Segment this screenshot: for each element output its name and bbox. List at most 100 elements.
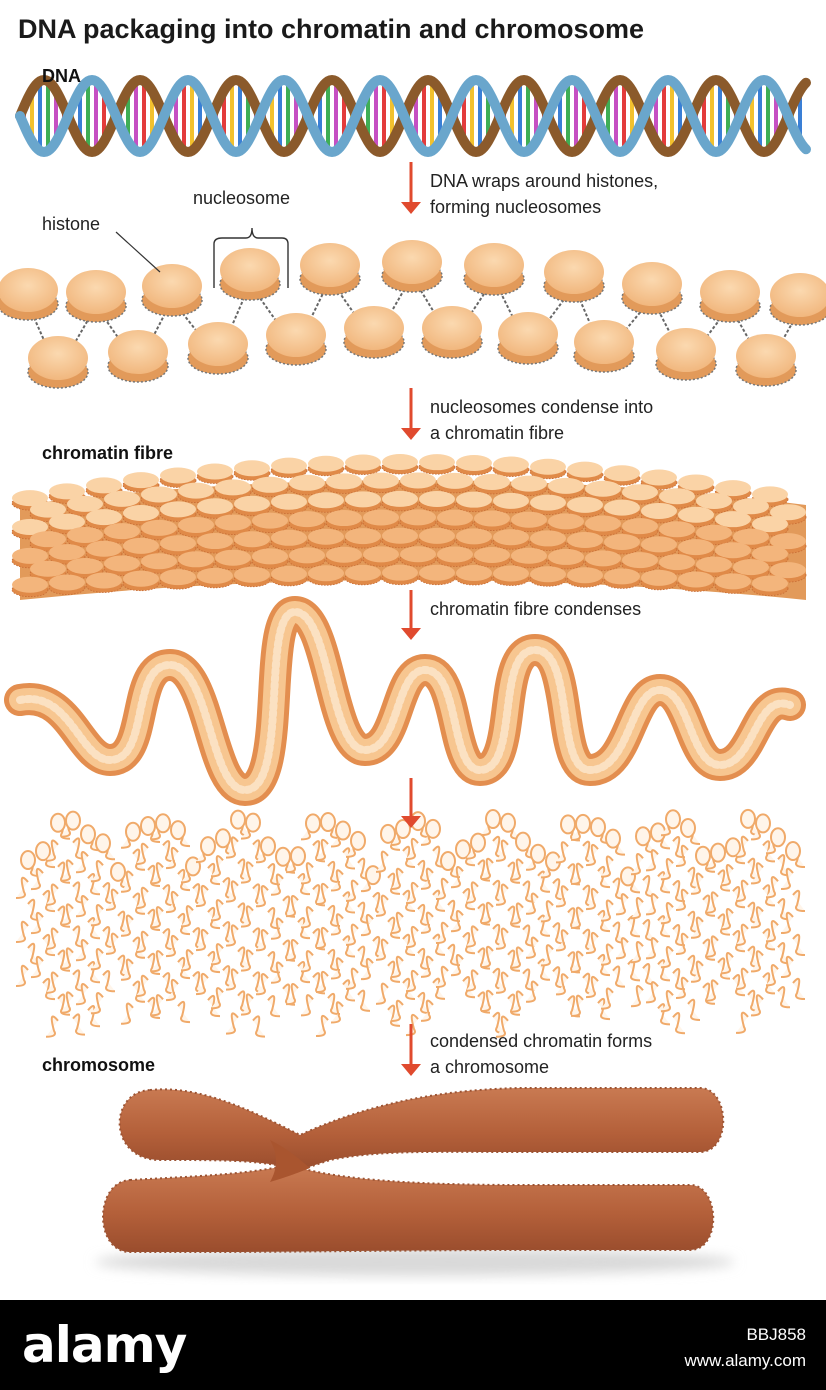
- chromatin-loop: [45, 971, 59, 994]
- chromatin-loop: [435, 965, 449, 988]
- fibre-bead: [104, 490, 140, 507]
- fibre-bead: [160, 535, 196, 552]
- chromatin-loop: [522, 880, 536, 903]
- chromatin-loop: [57, 993, 71, 1016]
- image-id-block: BBJ858 www.alamy.com: [684, 1322, 806, 1374]
- fibre-bead: [474, 473, 510, 490]
- chromatin-loop: [405, 881, 419, 905]
- chromatin-loop: [87, 917, 101, 940]
- chromatin-loop: [495, 883, 509, 906]
- fibre-bead: [345, 491, 381, 508]
- nucleosome: [343, 306, 405, 359]
- chromatin-loop: [432, 889, 446, 912]
- chromatin-loop: [465, 881, 479, 904]
- chromatin-loop: [597, 909, 611, 933]
- chromatin-loop: [105, 932, 119, 955]
- loop-tip: [50, 812, 66, 833]
- fibre-bead: [530, 494, 566, 511]
- chromatin-loop: [555, 929, 569, 952]
- chromatin-loop: [435, 877, 449, 900]
- step-arrows: [401, 162, 421, 1076]
- fibre-bead: [548, 477, 584, 494]
- fibre-bead: [86, 572, 122, 589]
- chromatin-loop: [522, 968, 536, 991]
- loop-tip: [770, 827, 786, 848]
- chromatin-loop: [375, 850, 389, 873]
- chromatin-loop: [270, 961, 284, 984]
- nucleosome-row: [0, 240, 826, 389]
- step-1-caption: DNA wraps around histones, forming nucle…: [430, 168, 658, 220]
- chromatin-loop: [72, 1013, 86, 1036]
- loop-tip: [110, 861, 126, 882]
- chromatin-loop: [660, 946, 674, 969]
- chromatin-loop: [630, 853, 644, 876]
- fibre-bead: [104, 523, 140, 540]
- chromatin-loop: [495, 1015, 509, 1038]
- step-5-line-2: a chromosome: [430, 1057, 550, 1077]
- fibre-bead: [197, 498, 233, 515]
- step-5-line-1: condensed chromatin forms: [430, 1031, 653, 1051]
- fibre-bead: [641, 502, 677, 519]
- fibre-bead: [419, 527, 455, 544]
- loop-tip: [455, 839, 471, 860]
- chromatin-loop: [207, 906, 221, 930]
- fibre-bead: [715, 480, 751, 497]
- chromatin-loop: [45, 1015, 59, 1038]
- chromatin-loop: [507, 993, 521, 1016]
- chromatin-loop: [702, 938, 716, 961]
- fibre-bead: [752, 516, 788, 533]
- fibre-bead: [659, 488, 695, 505]
- fibre-bead: [733, 559, 769, 576]
- chromatin-loop: [30, 955, 44, 979]
- chromatin-loop: [120, 1002, 134, 1025]
- loop-tip: [245, 812, 261, 833]
- loop-tip: [755, 813, 771, 834]
- diagram-title: DNA packaging into chromatin and chromos…: [18, 14, 645, 44]
- fibre-bead: [770, 533, 806, 550]
- chromatin-loop: [327, 948, 341, 972]
- loop-tip: [425, 818, 441, 839]
- chromatin-loop: [552, 878, 566, 901]
- nucleosome: [107, 330, 169, 383]
- chromatin-loop: [207, 862, 221, 886]
- fibre-bead: [715, 542, 751, 559]
- loop-tip: [740, 808, 756, 829]
- chromatin-loop: [87, 873, 101, 896]
- fibre-bead: [345, 564, 381, 581]
- fibre-bead: [733, 528, 769, 545]
- chromatin-loop: [480, 901, 494, 925]
- chromatin-loop: [300, 950, 314, 973]
- nucleosome: [0, 268, 59, 321]
- chromatin-loop: [267, 863, 281, 886]
- fibre-bead: [215, 549, 251, 566]
- centromere: [270, 1140, 310, 1182]
- fibre-bead: [752, 575, 788, 592]
- fibre-bead: [326, 473, 362, 490]
- fibre-bead: [548, 548, 584, 565]
- fibre-bead: [308, 565, 344, 582]
- fibre-bead: [30, 560, 66, 577]
- chromatin-loop: [630, 941, 644, 964]
- chromatin-loop: [657, 871, 671, 894]
- fibre-bead: [86, 509, 122, 526]
- chromatin-loop: [327, 904, 341, 928]
- chromatin-loop: [510, 946, 524, 969]
- fibre-bead: [141, 486, 177, 503]
- chromatin-loop: [432, 977, 446, 1000]
- chromatin-loop: [375, 938, 389, 961]
- dna-double-helix: [15, 74, 811, 158]
- fibre-bead: [678, 474, 714, 491]
- fibre-bead: [696, 556, 732, 573]
- chromatin-loop: [642, 963, 656, 986]
- fibre-bead: [345, 454, 381, 471]
- loop-tip: [320, 812, 336, 833]
- chromatin-loop: [735, 967, 749, 990]
- chromatin-loop: [315, 970, 329, 994]
- fibre-bead: [271, 565, 307, 582]
- chromatin-loop: [585, 843, 599, 867]
- chromatin-loop: [27, 898, 41, 921]
- chromatin-loop: [102, 926, 116, 949]
- fibre-bead: [437, 546, 473, 563]
- fibre-bead: [530, 458, 566, 475]
- chromatin-loop: [705, 891, 719, 914]
